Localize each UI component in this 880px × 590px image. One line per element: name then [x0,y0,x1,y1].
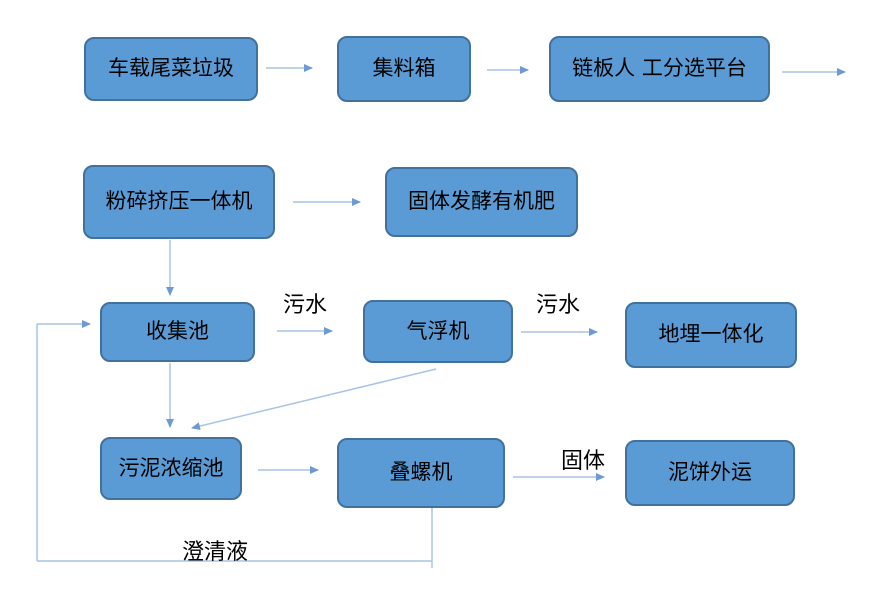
node-crusher-press: 粉碎挤压一体机 [83,165,275,239]
node-screw-press: 叠螺机 [337,438,505,508]
node-sorting-platform: 链板人 工分选平台 [549,36,770,102]
node-air-flotation: 气浮机 [363,300,513,363]
label-sewage-2: 污水 [536,293,581,318]
label-sewage-1: 污水 [283,293,328,318]
node-truck-waste: 车载尾菜垃圾 [84,37,258,101]
node-buried-integrated: 地埋一体化 [625,302,797,368]
node-mudcake-transport: 泥饼外运 [625,440,795,506]
node-sludge-thickening: 污泥浓缩池 [100,437,242,500]
label-solid: 固体 [561,449,606,474]
node-solid-fertilizer: 固体发酵有机肥 [385,167,578,237]
node-collection-pool: 收集池 [100,302,255,362]
label-clarified-liquid: 澄清液 [182,540,249,565]
node-collection-box: 集料箱 [337,36,471,102]
edge-flotation-to-thickening-diagonal [191,368,437,431]
